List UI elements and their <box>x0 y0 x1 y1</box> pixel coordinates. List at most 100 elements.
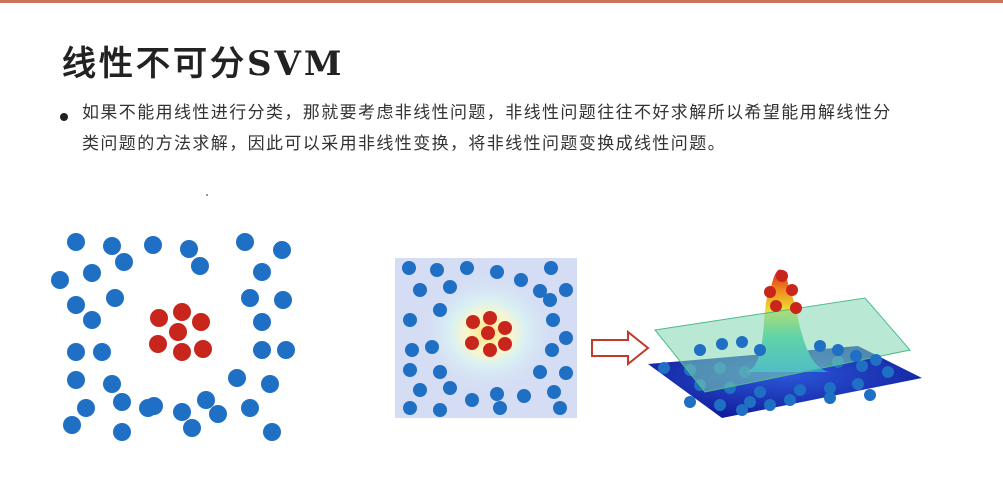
blue-point <box>850 350 862 362</box>
blue-point <box>533 284 547 298</box>
blue-point <box>832 344 844 356</box>
blue-point <box>543 293 557 307</box>
blue-point <box>77 399 95 417</box>
blue-point <box>559 283 573 297</box>
blue-point <box>241 399 259 417</box>
blue-point <box>852 378 864 390</box>
red-point <box>483 343 497 357</box>
blue-point <box>263 423 281 441</box>
red-point <box>481 326 495 340</box>
blue-point <box>261 375 279 393</box>
red-point <box>790 302 802 314</box>
blue-point <box>103 237 121 255</box>
blue-point <box>113 393 131 411</box>
blue-point <box>545 343 559 357</box>
blue-point <box>67 371 85 389</box>
blue-point <box>736 404 748 416</box>
blue-point <box>241 289 259 307</box>
blue-point <box>714 399 726 411</box>
blue-point <box>103 375 121 393</box>
blue-point <box>784 394 796 406</box>
red-point <box>498 321 512 335</box>
blue-point <box>402 261 416 275</box>
left-scatter-figure <box>51 233 295 441</box>
red-point <box>786 284 798 296</box>
blue-point <box>533 365 547 379</box>
bullet-line-1: 如果不能用线性进行分类，那就要考虑非线性问题，非线性问题往往不好求解所以希望能用… <box>82 103 892 123</box>
blue-point <box>433 303 447 317</box>
blue-point <box>433 365 447 379</box>
blue-point <box>736 336 748 348</box>
blue-point <box>824 392 836 404</box>
blue-point <box>403 313 417 327</box>
blue-point <box>197 391 215 409</box>
blue-point <box>93 343 111 361</box>
blue-point <box>443 280 457 294</box>
red-point <box>192 313 210 331</box>
blue-point <box>824 382 836 394</box>
blue-point <box>559 331 573 345</box>
blue-point <box>67 343 85 361</box>
blue-point <box>430 263 444 277</box>
blue-point <box>191 257 209 275</box>
blue-point <box>433 403 447 417</box>
red-point <box>194 340 212 358</box>
blue-point <box>115 253 133 271</box>
blue-point <box>209 405 227 423</box>
red-point <box>776 270 788 282</box>
red-point <box>483 311 497 325</box>
blue-point <box>253 341 271 359</box>
red-point <box>764 286 776 298</box>
blue-point <box>684 396 696 408</box>
blue-point <box>546 313 560 327</box>
blue-point <box>460 261 474 275</box>
blue-point <box>405 343 419 357</box>
blue-point <box>425 340 439 354</box>
blue-point <box>180 240 198 258</box>
blue-point <box>274 291 292 309</box>
red-point <box>465 336 479 350</box>
blue-point <box>744 396 756 408</box>
blue-point <box>51 271 69 289</box>
red-point <box>169 323 187 341</box>
blue-point <box>144 236 162 254</box>
red-point <box>466 315 480 329</box>
blue-point <box>794 384 806 396</box>
blue-point <box>413 283 427 297</box>
blue-point <box>490 265 504 279</box>
red-point <box>173 303 191 321</box>
blue-point <box>658 362 670 374</box>
blue-point <box>228 369 246 387</box>
blue-point <box>113 423 131 441</box>
blue-point <box>493 401 507 415</box>
blue-point <box>694 344 706 356</box>
blue-point <box>754 344 766 356</box>
red-point <box>498 337 512 351</box>
blue-point <box>754 386 766 398</box>
blue-point <box>273 241 291 259</box>
blue-point <box>403 363 417 377</box>
blue-point <box>864 389 876 401</box>
blue-point <box>517 389 531 403</box>
blue-point <box>183 419 201 437</box>
blue-point <box>145 397 163 415</box>
red-point <box>173 343 191 361</box>
blue-point <box>67 296 85 314</box>
blue-point <box>173 403 191 421</box>
slide-title: 线性不可分SVM <box>62 44 345 84</box>
bullet-line-2: 类问题的方法求解，因此可以采用非线性变换，将非线性问题变换成线性问题。 <box>82 134 726 154</box>
blue-point <box>882 366 894 378</box>
blue-point <box>403 401 417 415</box>
blue-point <box>764 399 776 411</box>
blue-point <box>67 233 85 251</box>
blue-point <box>443 381 457 395</box>
blue-point <box>106 289 124 307</box>
blue-point <box>870 354 882 366</box>
blue-point <box>83 311 101 329</box>
blue-point <box>413 383 427 397</box>
blue-point <box>236 233 254 251</box>
blue-point <box>856 360 868 372</box>
blue-point <box>514 273 528 287</box>
bullet-icon <box>60 113 68 121</box>
blue-point <box>814 340 826 352</box>
